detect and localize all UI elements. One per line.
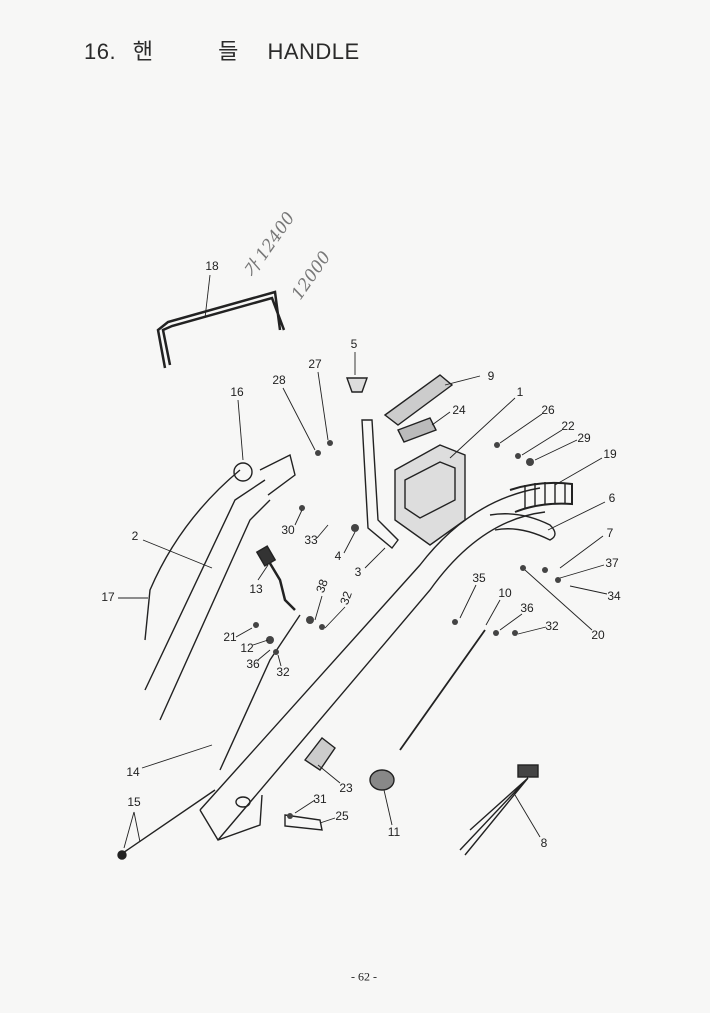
callout-21: 21: [223, 630, 237, 644]
part-23-plate: [303, 737, 336, 771]
part-14-main-handle: [199, 487, 546, 841]
callout-25: 25: [335, 809, 349, 823]
callout-2: 2: [131, 529, 139, 543]
leader-lines: [118, 274, 608, 849]
callout-8: 8: [540, 836, 548, 850]
callout-3: 3: [354, 565, 362, 579]
callout-20: 20: [591, 628, 605, 642]
callout-18: 18: [205, 259, 219, 273]
callout-22: 22: [561, 419, 575, 433]
callout-19: 19: [603, 447, 617, 461]
title-korean-2: 들: [218, 39, 239, 64]
part-10-cable: [399, 629, 486, 751]
section-number: 16.: [84, 39, 117, 64]
callout-14: 14: [126, 765, 140, 779]
part-5-knob: [346, 377, 368, 393]
part-11-nut: [369, 769, 395, 791]
callout-26: 26: [541, 403, 555, 417]
part-24-plate: [397, 417, 437, 443]
page-title: 16. 핸 들 HANDLE: [84, 34, 360, 66]
callout-27: 27: [308, 357, 322, 371]
title-korean-1: 핸: [132, 39, 154, 64]
part-18-handle-bar: [156, 290, 286, 369]
callout-16: 16: [230, 385, 244, 399]
callout-10: 10: [498, 586, 512, 600]
callout-17: 17: [101, 590, 115, 604]
callout-37: 37: [605, 556, 619, 570]
part-13-lever: [263, 554, 296, 611]
callout-9: 9: [487, 369, 495, 383]
callout-29: 29: [577, 431, 591, 445]
callout-30: 30: [281, 523, 295, 537]
callout-33: 33: [304, 533, 318, 547]
callout-23: 23: [339, 781, 353, 795]
callout-31: 31: [313, 792, 327, 806]
callout-32: 32: [276, 665, 290, 679]
callout-1: 1: [516, 385, 524, 399]
part-8-switch: [459, 764, 539, 856]
callout-6: 6: [608, 491, 616, 505]
part-cable-throttle: [219, 614, 301, 771]
callout-32: 32: [545, 619, 559, 633]
title-english: HANDLE: [267, 39, 360, 64]
part-6-lever: [489, 513, 556, 541]
part-19-grip: [509, 481, 573, 513]
callout-11: 11: [387, 825, 401, 839]
part-3-rod: [361, 419, 399, 550]
callout-13: 13: [249, 582, 263, 596]
callout-36: 36: [246, 657, 260, 671]
part-1-housing: [394, 444, 466, 546]
callout-5: 5: [350, 337, 358, 351]
callout-34: 34: [607, 589, 621, 603]
part-25-bolt: [284, 814, 323, 831]
callout-35: 35: [472, 571, 486, 585]
part-17-cable: [144, 469, 241, 641]
callout-28: 28: [272, 373, 286, 387]
part-9-cover: [383, 374, 454, 426]
callout-24: 24: [452, 403, 466, 417]
part-2-pipe: [144, 453, 296, 721]
callout-36: 36: [520, 601, 534, 615]
page-number: - 62 -: [351, 969, 377, 984]
callout-12: 12: [240, 641, 254, 655]
callout-7: 7: [606, 526, 614, 540]
callout-4: 4: [334, 549, 342, 563]
callout-15: 15: [127, 795, 141, 809]
part-15-cable-end: [119, 789, 216, 856]
